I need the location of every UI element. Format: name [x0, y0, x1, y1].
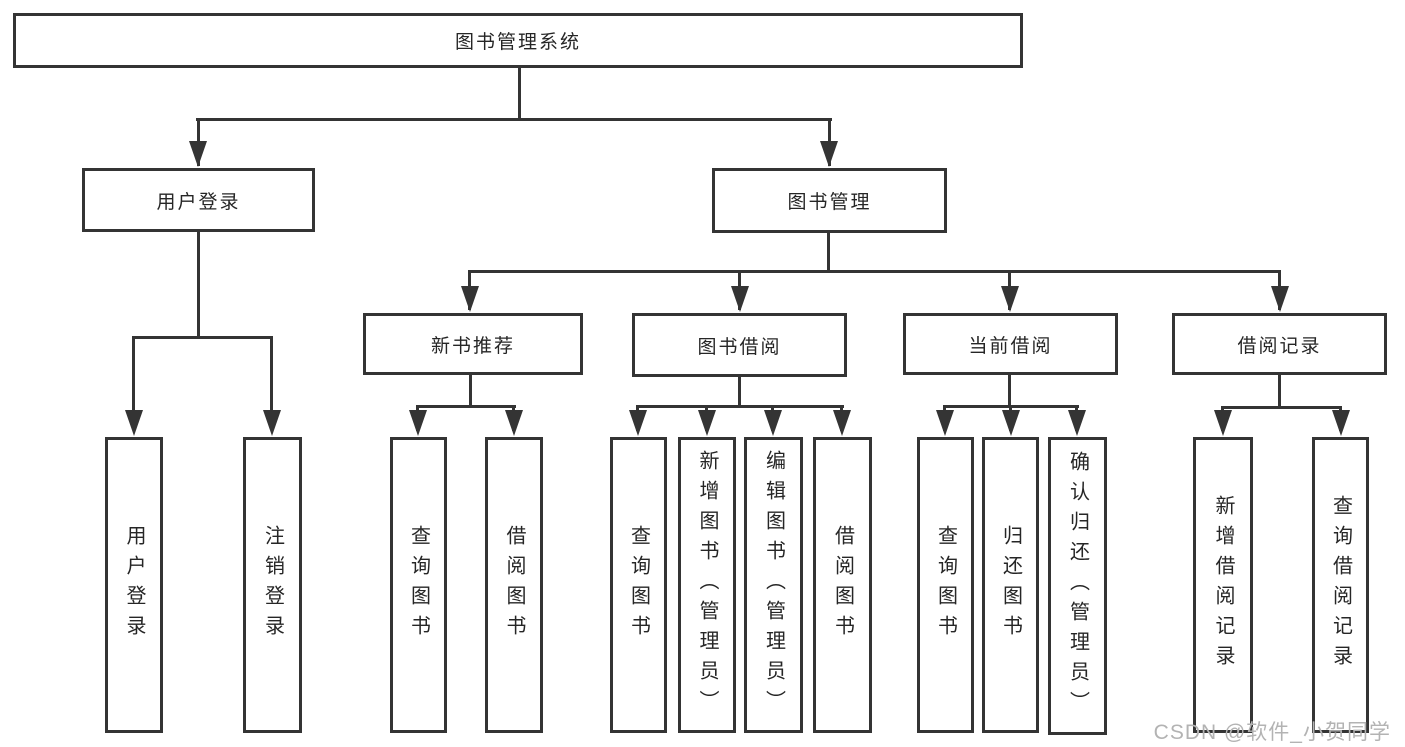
- leaf-user-login: 用户登录: [105, 437, 163, 733]
- leaf-cb-return-books: 归还图书: [982, 437, 1039, 733]
- arrow-down-icon: [764, 410, 782, 436]
- leaf-bb-borrow-books: 借阅图书: [813, 437, 872, 733]
- connector: [197, 232, 200, 336]
- node-new-book-recommend: 新书推荐: [363, 313, 583, 375]
- node-root: 图书管理系统: [13, 13, 1023, 68]
- leaf-bb-edit-books-admin: 编辑图书（管理员）: [744, 437, 803, 733]
- leaf-br-query-borrow-record-label: 查询借阅记录: [1329, 495, 1352, 675]
- arrow-down-icon: [409, 410, 427, 436]
- node-current-borrowing: 当前借阅: [903, 313, 1118, 375]
- leaf-logout: 注销登录: [243, 437, 302, 733]
- arrow-down-icon: [1214, 410, 1232, 436]
- leaf-bb-add-books-admin-label: 新增图书（管理员）: [696, 450, 718, 720]
- leaf-user-login-label: 用户登录: [123, 525, 145, 645]
- node-borrowing-records: 借阅记录: [1172, 313, 1387, 375]
- arrow-down-icon: [731, 286, 749, 312]
- arrow-down-icon: [833, 410, 851, 436]
- connector: [196, 118, 832, 121]
- leaf-br-query-borrow-record: 查询借阅记录: [1312, 437, 1369, 733]
- connector: [636, 405, 844, 408]
- leaf-bb-add-books-admin: 新增图书（管理员）: [678, 437, 736, 733]
- node-user-login-label: 用户登录: [156, 191, 241, 213]
- leaf-logout-label: 注销登录: [261, 525, 284, 645]
- connector: [270, 336, 273, 430]
- leaf-br-add-borrow-record-label: 新增借阅记录: [1212, 495, 1234, 675]
- leaf-bb-borrow-books-label: 借阅图书: [831, 525, 854, 645]
- connector: [1008, 375, 1011, 405]
- leaf-rec-borrow-books-label: 借阅图书: [503, 525, 525, 645]
- leaf-cb-confirm-return-admin: 确认归还（管理员）: [1048, 437, 1107, 735]
- node-current-borrowing-label: 当前借阅: [968, 335, 1053, 357]
- connector: [132, 336, 273, 339]
- leaf-cb-query-books: 查询图书: [917, 437, 974, 733]
- node-book-borrowing-label: 图书借阅: [697, 336, 782, 358]
- connector: [1221, 406, 1342, 409]
- arrow-down-icon: [1068, 410, 1086, 436]
- node-new-book-recommend-label: 新书推荐: [430, 335, 515, 357]
- arrow-down-icon: [820, 141, 838, 167]
- arrow-down-icon: [1271, 286, 1289, 312]
- leaf-bb-query-books-label: 查询图书: [627, 525, 650, 645]
- leaf-cb-query-books-label: 查询图书: [934, 525, 957, 645]
- node-root-label: 图书管理系统: [454, 32, 581, 53]
- connector: [1278, 375, 1281, 406]
- leaf-cb-return-books-label: 归还图书: [999, 525, 1022, 645]
- arrow-down-icon: [629, 410, 647, 436]
- connector: [738, 377, 741, 405]
- leaf-br-add-borrow-record: 新增借阅记录: [1193, 437, 1253, 733]
- connector: [827, 233, 830, 270]
- connector: [518, 68, 521, 118]
- arrow-down-icon: [461, 286, 479, 312]
- arrow-down-icon: [505, 410, 523, 436]
- node-book-borrowing: 图书借阅: [632, 313, 847, 377]
- connector: [468, 270, 1281, 273]
- arrow-down-icon: [698, 410, 716, 436]
- leaf-bb-edit-books-admin-label: 编辑图书（管理员）: [762, 450, 785, 720]
- arrow-down-icon: [125, 410, 143, 436]
- node-borrowing-records-label: 借阅记录: [1237, 335, 1322, 357]
- leaf-rec-borrow-books: 借阅图书: [485, 437, 543, 733]
- node-book-management: 图书管理: [712, 168, 947, 233]
- leaf-rec-query-books: 查询图书: [390, 437, 447, 733]
- arrow-down-icon: [936, 410, 954, 436]
- arrow-down-icon: [1002, 410, 1020, 436]
- arrow-down-icon: [263, 410, 281, 436]
- leaf-cb-confirm-return-admin-label: 确认归还（管理员）: [1066, 451, 1089, 721]
- leaf-rec-query-books-label: 查询图书: [407, 525, 430, 645]
- arrow-down-icon: [189, 141, 207, 167]
- connector: [416, 405, 516, 408]
- arrow-down-icon: [1332, 410, 1350, 436]
- connector: [469, 374, 472, 405]
- connector: [132, 336, 135, 430]
- node-user-login: 用户登录: [82, 168, 315, 232]
- arrow-down-icon: [1001, 286, 1019, 312]
- leaf-bb-query-books: 查询图书: [610, 437, 667, 733]
- csdn-watermark: CSDN @软件_小贺同学: [1153, 721, 1391, 744]
- node-book-management-label: 图书管理: [787, 192, 872, 213]
